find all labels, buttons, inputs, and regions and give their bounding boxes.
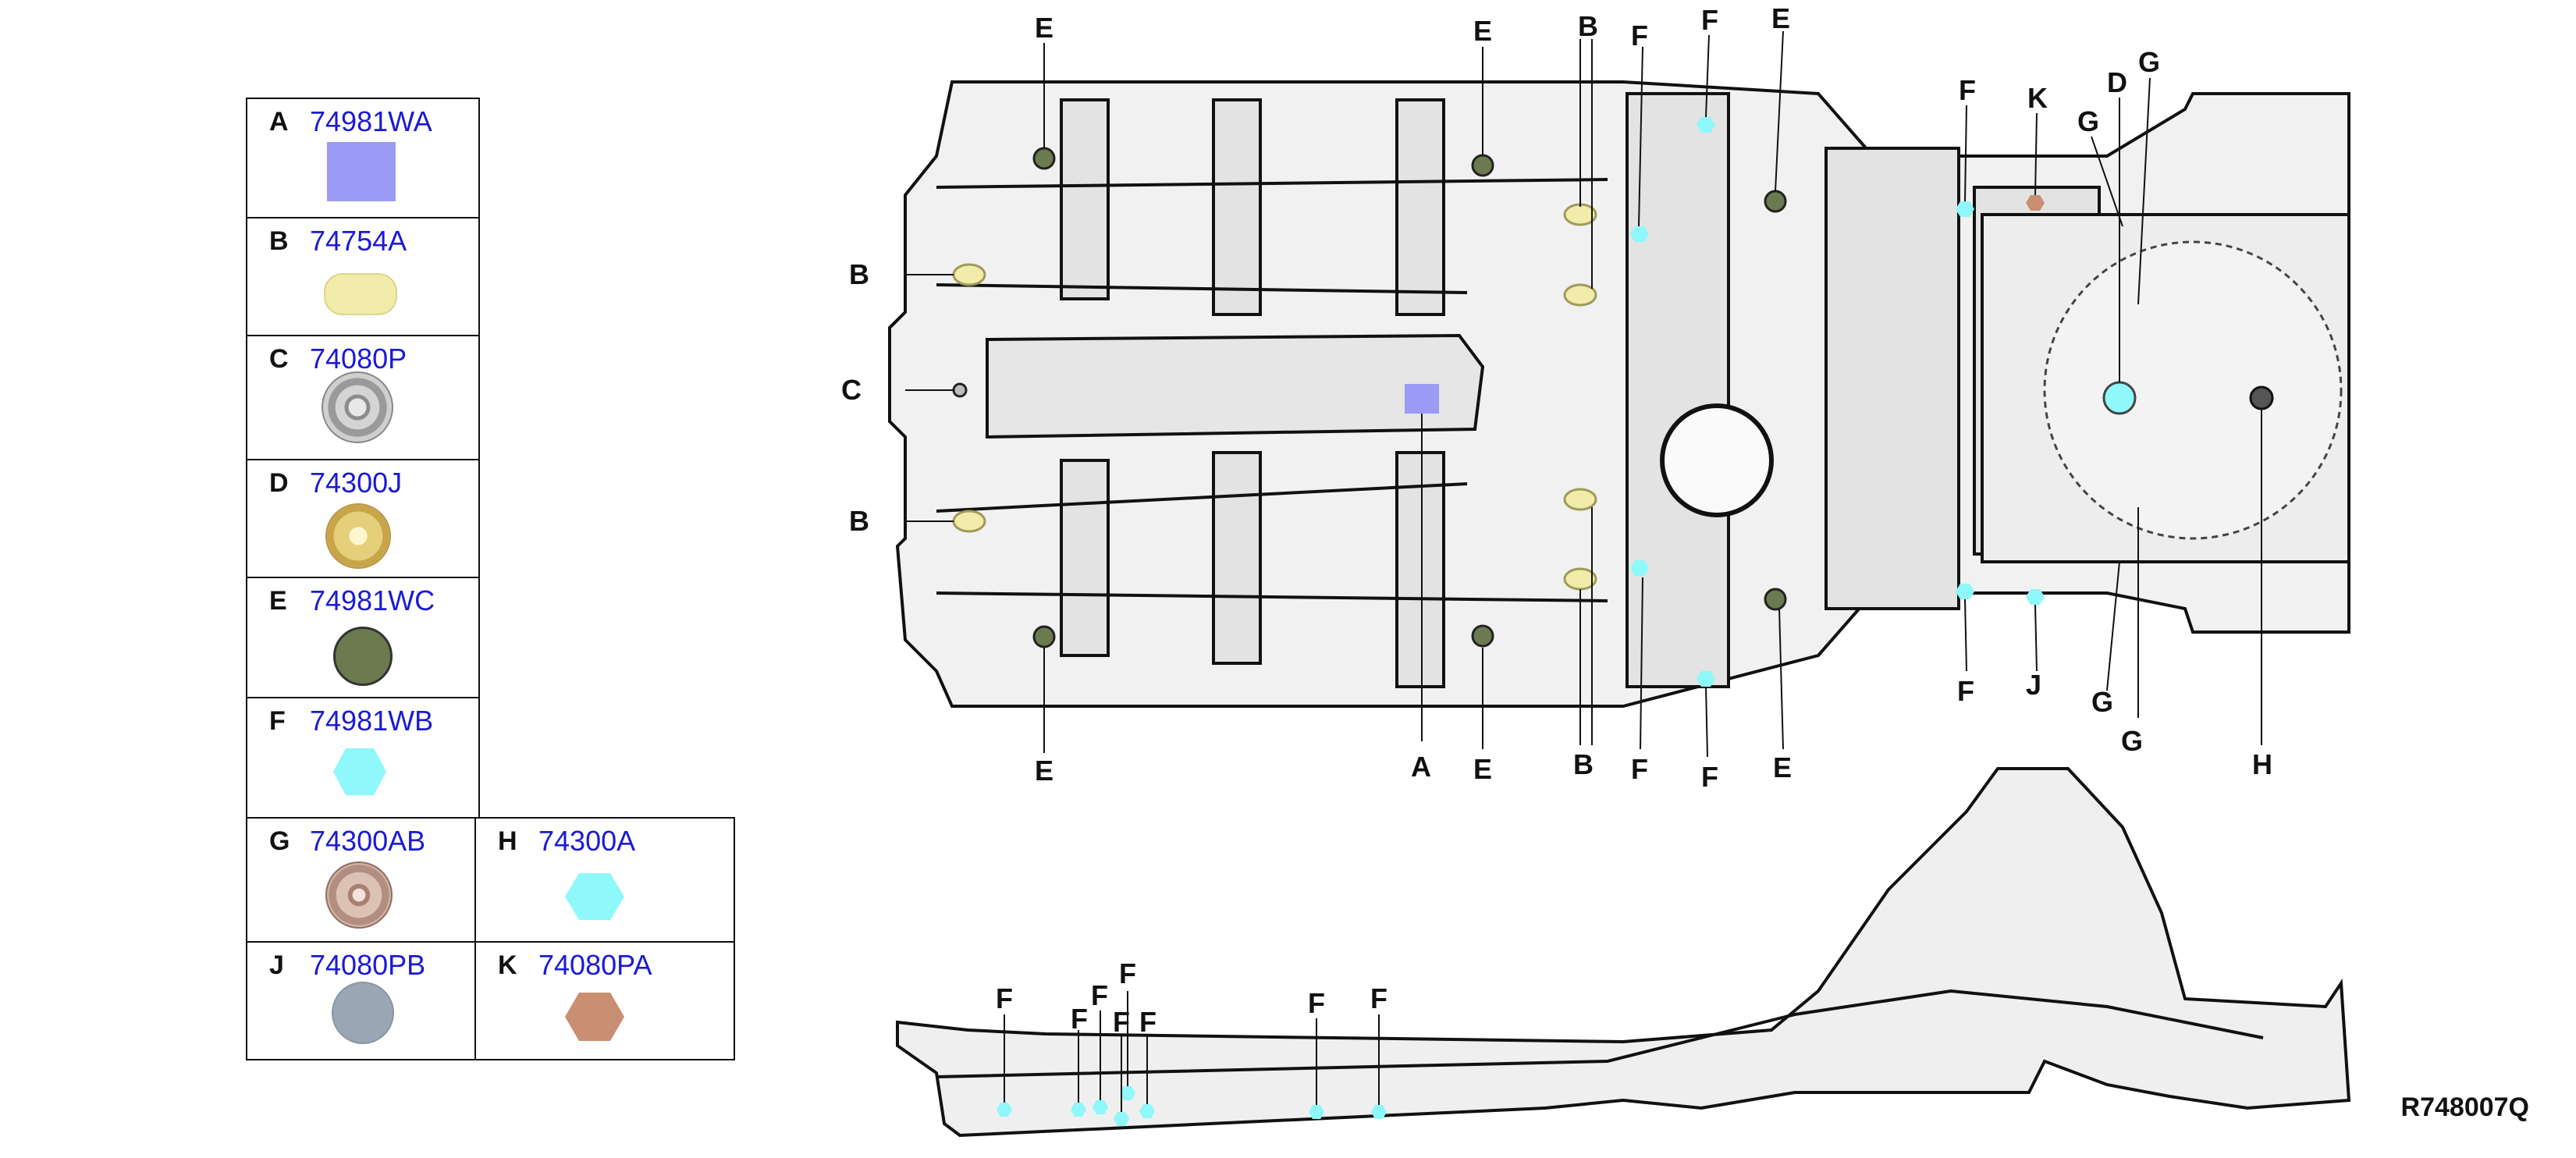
oval-icon: [324, 273, 397, 315]
callout-f: F: [1091, 979, 1108, 1011]
legend-part-number: 74981WB: [310, 705, 434, 737]
disc-icon: [325, 861, 393, 929]
c-plug-icon: [952, 382, 968, 398]
legend-part-number: 74754A: [310, 225, 407, 257]
plug-markers: [952, 117, 2274, 1126]
hexagon-icon: [565, 873, 624, 920]
f-plug-icons: [997, 117, 1974, 1126]
legend-row-g: G 74300AB: [246, 817, 480, 943]
legend-row-c: C 74080P: [246, 335, 480, 460]
side-view: [896, 767, 2351, 1138]
legend-row-e: E 74981WC: [246, 577, 480, 698]
callout-b: B: [849, 505, 869, 537]
side-rails: [936, 178, 1608, 602]
legend-letter: K: [498, 950, 517, 980]
callout-e: E: [1473, 753, 1492, 785]
d-plug-icon: [2102, 381, 2137, 415]
legend-part-number: 74080P: [310, 343, 407, 375]
callout-k: K: [2027, 82, 2048, 114]
e-plug-icons: [1032, 147, 1787, 648]
callout-e: E: [1035, 755, 1053, 787]
legend-part-number: 74981WC: [310, 584, 435, 616]
legend-row-b: B 74754A: [246, 217, 480, 336]
callout-f: F: [1631, 753, 1648, 785]
callout-f: F: [1701, 761, 1718, 793]
callout-b: B: [849, 258, 869, 290]
legend-row-a: A 74981WA: [246, 98, 480, 218]
legend-letter: E: [269, 586, 287, 616]
callout-c: C: [841, 374, 862, 406]
callout-f: F: [1308, 987, 1325, 1019]
callout-f: F: [1959, 74, 1976, 106]
legend-letter: A: [269, 107, 289, 137]
callout-e: E: [1473, 15, 1492, 47]
callout-f: F: [1701, 4, 1718, 36]
callout-e: E: [1773, 751, 1792, 783]
legend-letter: D: [269, 468, 289, 498]
hexagon-icon: [565, 993, 624, 1041]
legend-row-h: J 74080PB: [246, 941, 480, 1060]
callout-h: H: [2252, 748, 2272, 780]
callout-f: F: [1370, 982, 1387, 1014]
callout-f: F: [1119, 957, 1136, 989]
callout-f: F: [1071, 1003, 1088, 1035]
callout-b: B: [1578, 10, 1598, 42]
legend-letter: C: [269, 344, 289, 374]
legend-part-number: 74981WA: [310, 105, 432, 137]
legend-row-j: H 74300A: [474, 817, 735, 943]
a-plug-icon: [1405, 384, 1439, 414]
callout-b: B: [1573, 748, 1594, 780]
legend-letter: H: [498, 826, 517, 856]
circle-icon: [333, 627, 393, 686]
legend-row-d: D 74300J: [246, 459, 480, 578]
spare-tire-well: [2043, 240, 2343, 540]
callout-f: F: [1957, 675, 1974, 707]
square-icon: [327, 142, 396, 201]
legend-part-number: 74080PA: [538, 949, 652, 981]
legend-letter: B: [269, 226, 289, 256]
floor-opening: [1660, 403, 1774, 517]
callout-e: E: [1035, 12, 1053, 44]
j-plug-icon: [2026, 589, 2045, 605]
diagram-reference-code: R748007Q: [2400, 1092, 2529, 1122]
leader-lines: [905, 30, 2262, 1112]
circle-icon: [332, 982, 394, 1044]
legend-letter: J: [269, 950, 284, 980]
h-plug-icon: [2249, 385, 2274, 410]
callout-g: G: [2138, 46, 2160, 78]
callout-g: G: [2077, 105, 2099, 137]
legend-part-number: 74300AB: [310, 825, 426, 857]
callout-j: J: [2026, 669, 2041, 701]
callout-g: G: [2091, 686, 2113, 718]
legend-part-number: 74080PB: [310, 949, 426, 981]
callout-f: F: [1631, 20, 1648, 52]
side-rail-line: [936, 989, 2264, 1078]
callout-labels: E E B F F E F K D G G B C B E A E B F F …: [841, 2, 2272, 1038]
legend-letter: G: [269, 826, 290, 856]
disc-icon: [322, 371, 393, 443]
legend-row-k: K 74080PA: [474, 941, 735, 1060]
b-plug-icons: [952, 203, 1597, 591]
center-tunnel: [986, 333, 1485, 439]
callout-f: F: [996, 982, 1013, 1014]
callout-g: G: [2121, 725, 2143, 757]
hexagon-icon: [333, 748, 386, 795]
side-outline: [896, 767, 2351, 1138]
disc-icon: [325, 503, 391, 569]
k-plug-icon: [2026, 195, 2045, 211]
callout-a: A: [1411, 751, 1431, 783]
callout-d: D: [2107, 66, 2127, 98]
callout-f: F: [1113, 1006, 1130, 1038]
callout-f: F: [1139, 1006, 1157, 1038]
legend-part-number: 74300J: [310, 467, 403, 499]
legend-letter: F: [269, 706, 286, 736]
legend-part-number: 74300A: [538, 825, 636, 857]
callout-e: E: [1771, 2, 1790, 34]
